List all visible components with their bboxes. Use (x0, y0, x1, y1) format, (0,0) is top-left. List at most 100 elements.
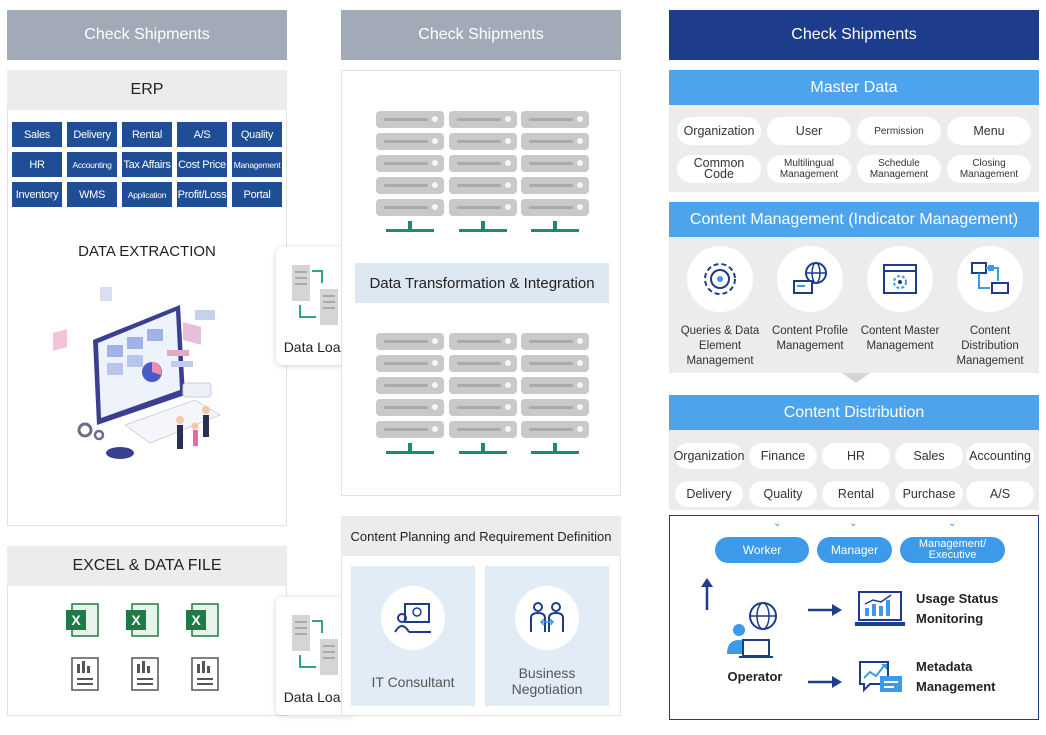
chevron-down-icon: ⌄ (773, 518, 782, 529)
server-unit (449, 333, 517, 350)
distribution-item: HR (822, 443, 890, 469)
chevron-down-icon: ⌄ (948, 518, 957, 529)
server-unit (521, 133, 589, 150)
rack-stand (481, 221, 485, 229)
excel-icon: X (66, 603, 99, 637)
server-unit (376, 111, 444, 128)
server-unit (376, 333, 444, 350)
role-manager: Manager (817, 537, 892, 563)
rack-stand (553, 443, 557, 451)
server-unit (449, 377, 517, 394)
content-management-icon (867, 246, 933, 312)
server-unit (376, 133, 444, 150)
server-rack-icon (449, 111, 517, 232)
master-data-item: Organization (677, 117, 761, 145)
server-unit (449, 111, 517, 128)
erp-module: Management (232, 152, 282, 177)
rack-stand (408, 443, 412, 451)
server-unit (521, 177, 589, 194)
server-unit (521, 399, 589, 416)
erp-module: WMS (67, 182, 117, 207)
server-unit (376, 177, 444, 194)
content-management-icon (957, 246, 1023, 312)
it-consultant-label: IT Consultant (371, 674, 455, 690)
rack-base (459, 229, 507, 232)
check-shipments-header-1: Check Shipments (7, 10, 287, 60)
erp-module: Delivery (67, 122, 117, 147)
erp-title: ERP (7, 70, 287, 110)
metadata-icon (859, 661, 902, 693)
server-unit (449, 155, 517, 172)
caption-line: Management (956, 355, 1024, 367)
server-unit (521, 333, 589, 350)
erp-module: A/S (177, 122, 227, 147)
caption-line: Queries & Data (680, 325, 760, 337)
data-load-icon (292, 265, 338, 325)
server-unit (449, 399, 517, 416)
caption-line: Management (866, 340, 934, 352)
monitoring-icon (855, 591, 905, 626)
distribution-item: Sales (895, 443, 963, 469)
server-unit (376, 377, 444, 394)
business-negotiation-label-2: Negotiation (511, 681, 583, 697)
chevron-down-icon: ⌄ (849, 518, 858, 529)
data-load-label-bottom: Data Load (283, 689, 349, 705)
svg-text:X: X (71, 612, 81, 628)
erp-module: Profit/Loss (177, 182, 227, 207)
usage-status-label-1: Usage Status (916, 591, 999, 606)
erp-module: Application (122, 182, 172, 207)
server-unit (521, 111, 589, 128)
data-transformation-label: Data Transformation & Integration (355, 263, 609, 303)
up-arrow-icon (701, 578, 713, 610)
distribution-item: Purchase (895, 481, 963, 507)
rack-base (531, 229, 579, 232)
server-unit (376, 155, 444, 172)
arrow-right-icon (808, 676, 842, 688)
server-rack-icon (521, 111, 589, 232)
usage-status-label-2: Monitoring (916, 611, 984, 626)
check-shipments-header-3: Check Shipments (669, 10, 1039, 60)
caption-line: Element (698, 340, 742, 352)
server-unit (376, 399, 444, 416)
erp-module: Rental (122, 122, 172, 147)
svg-text:X: X (131, 612, 141, 628)
master-data-item: Closing Management (947, 155, 1031, 183)
master-data-item: Permission (857, 117, 941, 145)
master-data-item: User (767, 117, 851, 145)
server-unit (521, 199, 589, 216)
erp-module: Quality (232, 122, 282, 147)
distribution-item: Rental (822, 481, 890, 507)
data-load-label-top: Data Load (283, 339, 349, 355)
server-unit (449, 199, 517, 216)
distribution-item: Finance (749, 443, 817, 469)
distribution-item: A/S (966, 481, 1034, 507)
server-unit (521, 355, 589, 372)
server-unit (449, 421, 517, 438)
rack-stand (408, 221, 412, 229)
content-distribution-title: Content Distribution (669, 395, 1039, 430)
excel-file-icons: X X X (60, 600, 235, 695)
rack-stand (553, 221, 557, 229)
erp-module: Inventory (12, 182, 62, 207)
check-shipments-header-2: Check Shipments (341, 10, 621, 60)
master-data-item: Schedule Management (857, 155, 941, 183)
down-arrow-icon (842, 373, 870, 383)
server-unit (521, 421, 589, 438)
master-data-item: Multilingual Management (767, 155, 851, 183)
server-unit (449, 177, 517, 194)
server-unit (376, 355, 444, 372)
business-negotiation-card: Business Negotiation (485, 566, 609, 706)
erp-module: Cost Price (177, 152, 227, 177)
business-negotiation-label-1: Business (518, 665, 576, 681)
caption-line: Distribution (961, 340, 1019, 352)
role-worker: Worker (715, 537, 809, 563)
it-consultant-card: IT Consultant (351, 566, 475, 706)
rack-base (386, 229, 434, 232)
planning-title: Content Planning and Requirement Definit… (341, 516, 621, 556)
